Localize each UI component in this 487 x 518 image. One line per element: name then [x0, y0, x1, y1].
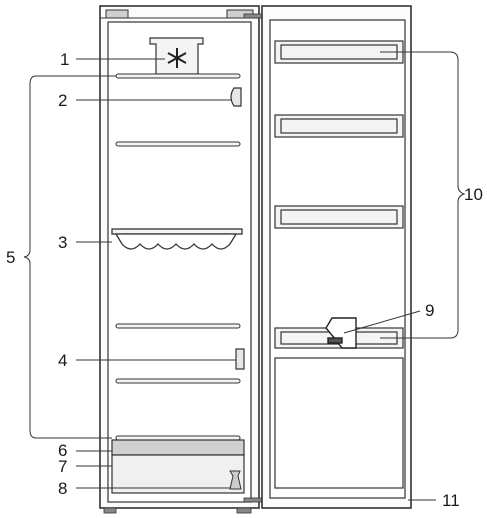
- drawer-lid: [111, 439, 245, 456]
- top-pad-left: [105, 9, 129, 19]
- shelf: [115, 141, 241, 147]
- crisper-drawer: [111, 439, 245, 494]
- callout-4: 4: [58, 351, 67, 370]
- callout-labels: 1 2 3 4 5 6 7 8 9 10 11: [6, 50, 483, 510]
- foot-right: [236, 507, 252, 514]
- shelf: [115, 73, 241, 79]
- wave-rack-icon: [111, 228, 243, 250]
- door-bin: [274, 114, 404, 138]
- foot-left: [103, 507, 117, 514]
- door-lower-panel: [274, 357, 404, 489]
- control-panel: [235, 348, 245, 370]
- shelf: [115, 323, 241, 329]
- shelf: [115, 378, 241, 384]
- callout-1: 1: [60, 50, 69, 69]
- callout-2: 2: [58, 91, 67, 110]
- callout-5: 5: [6, 248, 15, 267]
- callout-11: 11: [442, 491, 460, 510]
- interior-light: [230, 87, 242, 107]
- freezer-compartment: [149, 37, 204, 75]
- callout-3: 3: [58, 233, 67, 252]
- callout-7: 7: [58, 457, 67, 476]
- leader-lines: [23, 51, 466, 501]
- shelf: [115, 435, 241, 441]
- fridge-cabinet: [99, 5, 260, 509]
- snowflake-icon: [167, 48, 187, 68]
- callout-9: 9: [425, 301, 434, 320]
- callout-8: 8: [58, 479, 67, 498]
- bottle-retainer: [325, 317, 357, 349]
- door-bin: [274, 205, 404, 229]
- pouch-icon: [229, 470, 242, 490]
- callout-10: 10: [464, 185, 483, 204]
- drawer-body: [111, 454, 245, 494]
- callout-6: 6: [58, 441, 67, 460]
